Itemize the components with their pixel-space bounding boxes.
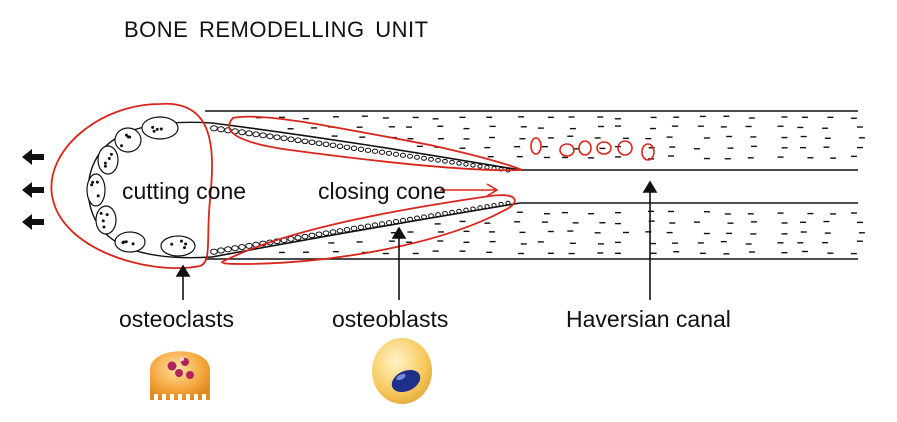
osteoclast-cell-icon xyxy=(150,351,210,400)
osteoclast-cells xyxy=(86,116,196,257)
canal-wall-upper xyxy=(211,122,858,171)
red-outline-cutting-cone xyxy=(50,103,213,269)
red-outline-closing-cone-lower xyxy=(221,194,516,265)
red-scribble-cells xyxy=(530,137,655,161)
diagram-title: BONE REMODELLING UNIT xyxy=(124,17,429,42)
label-cutting-cone: cutting cone xyxy=(122,178,247,204)
pointer-arrows xyxy=(175,180,658,300)
lamellar-bone-texture xyxy=(255,115,865,255)
red-arrow-closing-cone xyxy=(440,183,499,197)
label-osteoblasts: osteoblasts xyxy=(332,306,449,332)
osteoblast-cell-icon xyxy=(372,338,432,404)
label-closing-cone: closing cone xyxy=(318,178,446,204)
label-osteoclasts: osteoclasts xyxy=(119,306,235,332)
label-haversian-canal: Haversian canal xyxy=(566,306,731,332)
osteoblast-layer xyxy=(210,125,511,255)
arrow-left-icon xyxy=(22,149,44,230)
canal-wall-lower xyxy=(211,202,858,258)
red-outline-closing-cone-upper xyxy=(228,115,523,172)
